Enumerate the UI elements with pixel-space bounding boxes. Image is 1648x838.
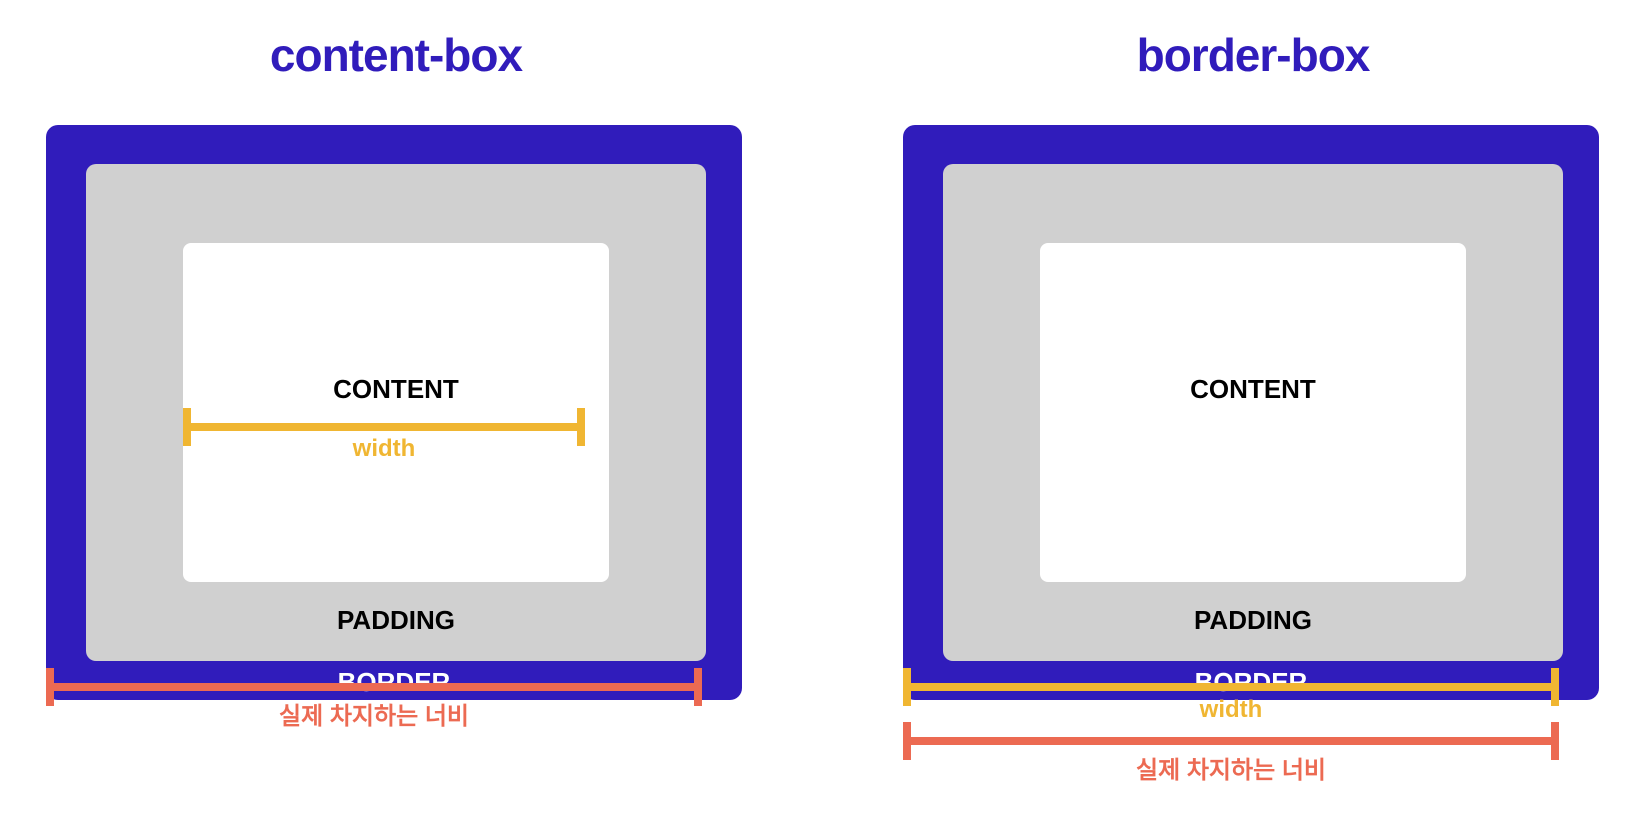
border-box-width-label: width [1199,696,1263,723]
border-box-panel: border-box CONTENT PADDING BORDER width … [903,0,1603,838]
content-box-actual-width-measure: 실제 차지하는 너비 [46,668,702,738]
actual-width-measure-bar [46,683,702,691]
content-box-content-area: CONTENT width [183,243,609,582]
width-measure-bar [903,683,1559,691]
width-measure-right-cap [1551,668,1559,706]
width-measure-bar [183,423,585,431]
content-box-width-measure: width [183,408,585,478]
content-box-panel: content-box CONTENT width PADDING BORDER… [46,0,746,838]
content-box-padding-label: PADDING [337,605,455,635]
content-box-padding-area: CONTENT width PADDING [86,164,706,661]
border-box-content-area: CONTENT [1040,243,1466,582]
actual-width-measure-bar [903,737,1559,745]
content-box-content-label: CONTENT [333,374,459,404]
content-box-width-label: width [352,435,416,462]
actual-width-measure-right-cap [1551,722,1559,760]
border-box-actual-width-label: 실제 차지하는 너비 [1136,757,1326,784]
border-box-width-measure: width [903,668,1559,738]
border-box-title: border-box [1136,29,1371,81]
border-box-actual-width-measure: 실제 차지하는 너비 [903,722,1559,792]
border-box-border-label: BORDER [1194,667,1308,697]
content-box-actual-width-label: 실제 차지하는 너비 [279,703,469,730]
border-box-padding-area: CONTENT PADDING [943,164,1563,661]
content-box-border-label: BORDER [337,667,451,697]
actual-width-measure-right-cap [694,668,702,706]
border-box-padding-label: PADDING [1194,605,1312,635]
border-box-border-area: CONTENT PADDING BORDER [903,125,1599,700]
content-box-title: content-box [269,29,523,81]
width-measure-right-cap [577,408,585,446]
border-box-content-label: CONTENT [1190,374,1316,404]
content-box-border-area: CONTENT width PADDING BORDER [46,125,742,700]
